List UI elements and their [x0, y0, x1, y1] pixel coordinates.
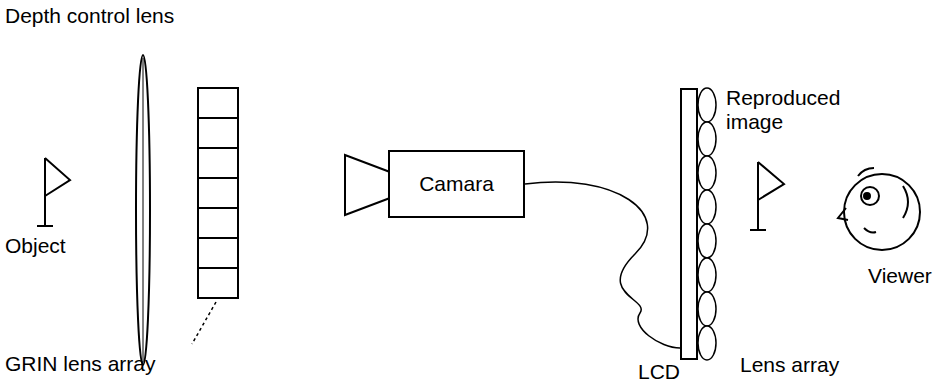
part-label: GRIN lens array — [5, 352, 156, 376]
part-label: Viewer — [868, 264, 932, 288]
cable — [525, 182, 680, 348]
camera-box: Camara — [388, 150, 525, 218]
lens-array — [698, 88, 716, 360]
part-label: Reproduced image — [726, 86, 856, 134]
part-label: Depth control lens — [5, 4, 174, 28]
grin-lens-array — [198, 88, 238, 298]
viewer-face — [838, 168, 920, 250]
node-text: Camara — [419, 172, 494, 196]
reproduced-flag — [750, 162, 784, 230]
object-flag — [37, 158, 70, 226]
part-label: Object — [5, 234, 66, 258]
node-text: LCD — [638, 360, 680, 384]
leader-line — [192, 302, 216, 344]
lcd-panel: LCD — [680, 88, 698, 360]
part-label: Lens array — [740, 353, 839, 377]
camera-lens — [345, 155, 390, 215]
depth-control-lens — [136, 55, 150, 365]
